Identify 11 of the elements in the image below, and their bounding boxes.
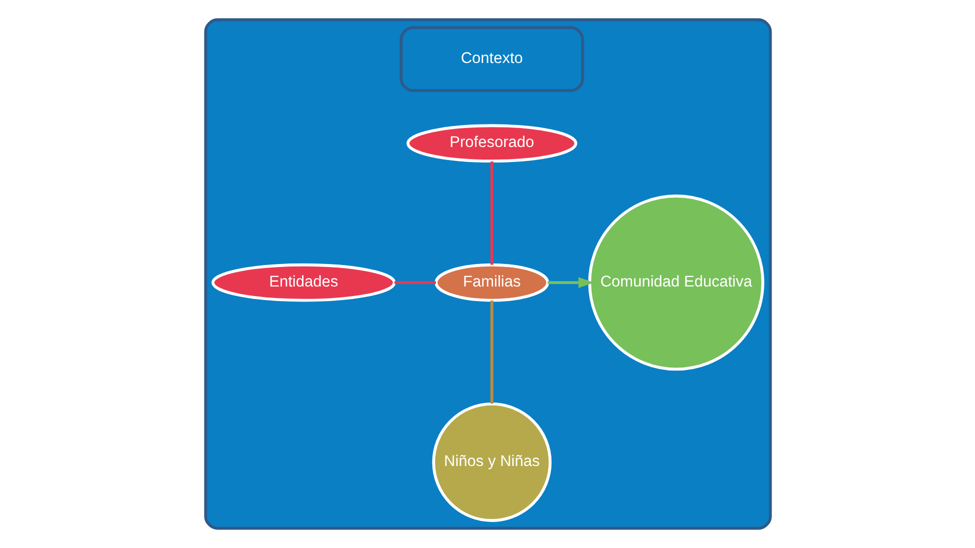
connector <box>490 161 493 265</box>
connector <box>394 281 436 284</box>
arrow <box>547 277 594 288</box>
node-circle: Comunidad Educativa <box>588 194 764 371</box>
cluster <box>204 18 772 530</box>
node-circle: Niños y Niñas <box>432 402 552 522</box>
node-box: Contexto <box>399 26 584 92</box>
connector <box>490 300 493 404</box>
node-ellipse: Familias <box>434 263 549 302</box>
node-ellipse: Profesorado <box>406 124 577 163</box>
node-ellipse: Entidades <box>210 263 396 302</box>
